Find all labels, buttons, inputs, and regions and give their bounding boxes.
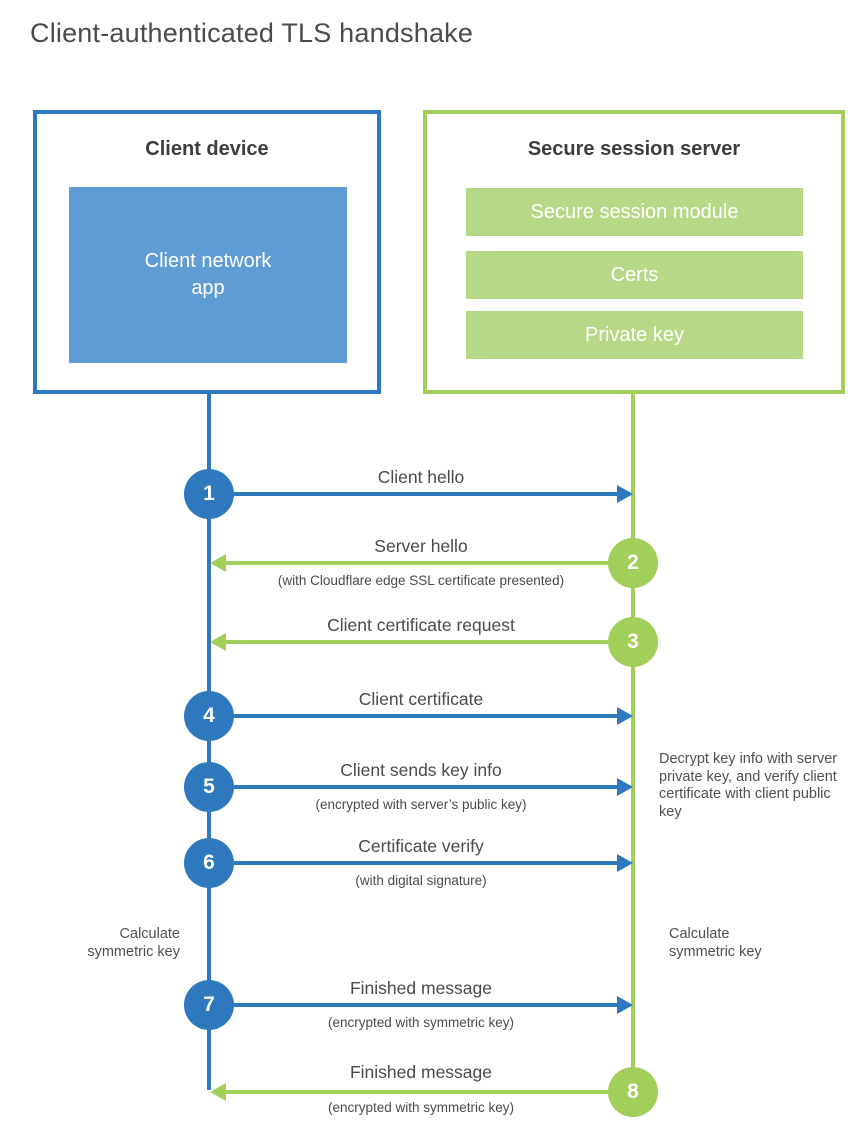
client-lifeline — [207, 394, 211, 1090]
server-lifeline — [631, 394, 635, 1094]
step-2-arrow — [226, 561, 608, 565]
step-7-number: 7 — [203, 993, 215, 1016]
server-module-private-key: Private key — [466, 311, 803, 359]
step-6-arrow — [234, 861, 618, 865]
step-4-number: 4 — [203, 704, 215, 727]
decrypt-key-note: Decrypt key info with server private key… — [659, 751, 838, 820]
step-3-arrowhead-icon — [210, 633, 226, 651]
step-1-arrowhead-icon — [617, 485, 633, 503]
step-2-label: Server hello — [374, 536, 468, 556]
step-7-label: Finished message — [349, 978, 493, 998]
calculate-symmetric-key-note-server: Calculate symmetric key — [669, 926, 762, 960]
step-8-sublabel: (encrypted with symmetric key) — [327, 1100, 515, 1115]
step-1-circle: 1 — [184, 469, 234, 519]
step-3-arrow — [226, 640, 608, 644]
step-6-label: Certificate verify — [358, 836, 484, 856]
step-6-arrowhead-icon — [617, 854, 633, 872]
step-6-number: 6 — [203, 851, 215, 874]
step-8-arrowhead-icon — [210, 1083, 226, 1101]
client-network-app-label: Client network app — [144, 250, 272, 299]
server-module-certs: Certs — [466, 251, 803, 299]
step-3-circle: 3 — [608, 617, 658, 667]
page-title: Client-authenticated TLS handshake — [30, 18, 474, 48]
step-7-circle: 7 — [184, 980, 234, 1030]
step-5-circle: 5 — [184, 762, 234, 812]
step-2-sublabel: (with Cloudflare edge SSL certificate pr… — [277, 573, 565, 588]
step-7-sublabel: (encrypted with symmetric key) — [327, 1015, 515, 1030]
step-4-circle: 4 — [184, 691, 234, 741]
step-3-label: Client certificate request — [327, 615, 515, 635]
secure-session-server-heading: Secure session server — [527, 138, 741, 160]
step-7-arrow — [234, 1003, 618, 1007]
server-module-secure-session: Secure session module — [466, 188, 803, 236]
step-2-arrowhead-icon — [210, 554, 226, 572]
step-3-number: 3 — [627, 630, 639, 653]
calculate-symmetric-key-note-client: Calculate symmetric key — [87, 926, 180, 960]
client-device-heading: Client device — [145, 138, 269, 160]
step-1-arrow — [234, 492, 618, 496]
step-8-number: 8 — [627, 1080, 639, 1103]
step-7-arrowhead-icon — [617, 996, 633, 1014]
step-5-sublabel: (encrypted with server’s public key) — [315, 797, 527, 812]
step-5-arrowhead-icon — [617, 778, 633, 796]
step-4-arrow — [234, 714, 618, 718]
step-1-number: 1 — [203, 482, 215, 505]
step-4-label: Client certificate — [358, 689, 484, 709]
step-5-arrow — [234, 785, 618, 789]
step-8-label: Finished message — [349, 1062, 493, 1082]
client-network-app-box: Client network app — [69, 187, 347, 363]
step-6-sublabel: (with digital signature) — [355, 873, 487, 888]
step-2-number: 2 — [627, 551, 639, 574]
step-4-arrowhead-icon — [617, 707, 633, 725]
step-8-circle: 8 — [608, 1067, 658, 1117]
step-6-circle: 6 — [184, 838, 234, 888]
step-1-label: Client hello — [377, 467, 465, 487]
step-5-number: 5 — [203, 775, 215, 798]
step-5-label: Client sends key info — [340, 760, 502, 780]
step-8-arrow — [226, 1090, 608, 1094]
step-2-circle: 2 — [608, 538, 658, 588]
